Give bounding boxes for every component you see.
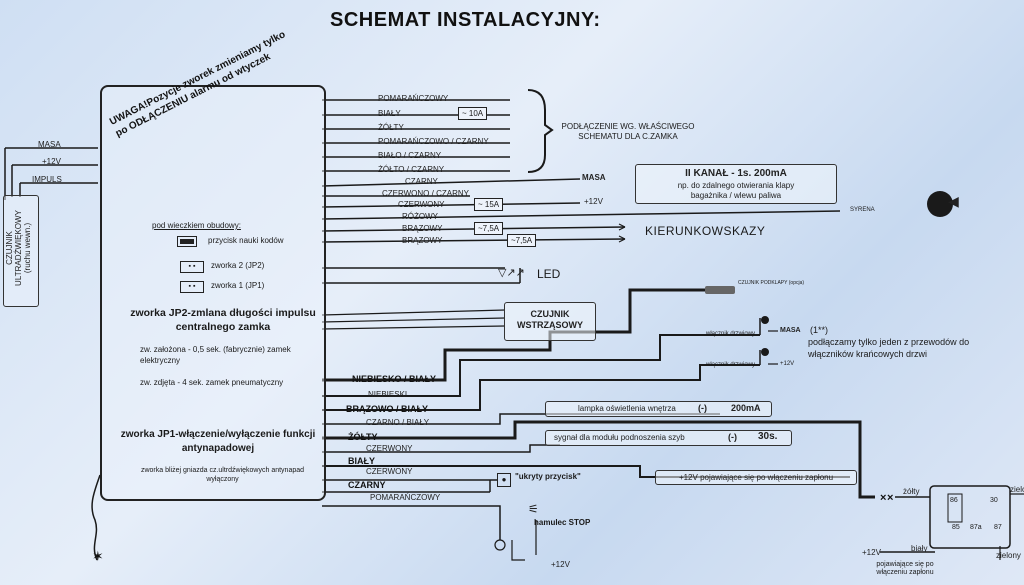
wire-label-bottom-2: NIEBIESKI (368, 390, 408, 399)
siren-label: SYRENA (850, 207, 875, 213)
plus12-label: +12V (584, 197, 603, 206)
svg-text:✶: ✶ (92, 548, 104, 564)
jp1-note: zworka bliżej gniazda cz.ultrdźwiękowych… (140, 467, 305, 484)
wire-label-bottom-1: NIEBIESKO / BIAŁY (352, 374, 437, 384)
relay-12v-label: +12V (862, 548, 881, 557)
fuse-10a: ~ 10A (458, 107, 488, 120)
door-masa-label: MASA (780, 327, 801, 334)
lamp-value: 200mA (731, 403, 761, 413)
ignition-box: +12V pojawiające się po włączeniu zapłon… (655, 470, 857, 485)
left-12v-label: +12V (42, 157, 61, 166)
wire-label-bottom-4: CZARNO / BIAŁY (366, 418, 430, 427)
wire-label-top-4: POMARAŃCZOWO / CZARNY (378, 137, 489, 146)
lamp-sign: (-) (698, 403, 707, 413)
channel2-title: II KANAŁ - 1s. 200mA (685, 168, 787, 179)
window-sign: (-) (728, 432, 737, 442)
fuse-75a-2: ~7,5A (507, 234, 537, 247)
svg-text:×: × (880, 492, 886, 504)
door-note-mark: (1**) (810, 325, 829, 335)
jp2-jumper-icon: ▪ ▪ (180, 261, 204, 273)
door-12v-label: +12V (780, 361, 795, 367)
wire-label-bottom-9: CZARNY (348, 480, 386, 490)
relay-pin-85: 85 (952, 524, 960, 531)
page-title: SCHEMAT INSTALACYJNY: (330, 9, 601, 31)
wire-label-mid-1: CZARNY (405, 177, 438, 186)
wire-label-top-3: ŻÓŁTY (378, 123, 404, 132)
wire-label-top-1: POMARAŃCZOWY (378, 94, 449, 103)
wire-label-bottom-3: BRĄZOWO / BIAŁY (346, 404, 428, 414)
door-note: podłączamy tylko jeden z przewodów do wł… (808, 337, 970, 360)
interior-lamp-box: lampka oświetlenia wnętrza (-) 200mA (545, 401, 772, 417)
hidden-button-label: "ukryty przycisk" (515, 472, 581, 481)
wire-label-bottom-5: ŻÓŁTY (348, 432, 378, 442)
wire-label-top-6: ŻÓŁTO / CZARNY (378, 165, 445, 174)
brake-pedal-icon: ⚟ (528, 502, 539, 516)
fuse-75a-1: ~7,5A (474, 222, 504, 235)
jp2-title: zworka JP2-zmlana długości impulsu centr… (130, 307, 316, 334)
relay-white-label: biały (911, 544, 928, 553)
fuse-15a: ~ 15A (474, 198, 504, 211)
central-lock-note: PODŁĄCZENIE WG. WŁAŚCIWEGO SCHEMATU DLA … (561, 122, 695, 141)
window-label: sygnał dla modułu podnoszenia szyb (554, 433, 685, 442)
led-label: LED (537, 267, 561, 281)
window-value: 30s. (758, 431, 778, 442)
alarm-module (100, 85, 326, 501)
hidden-button-icon: ● (497, 473, 511, 487)
learn-button-label: przycisk nauki kodów (208, 236, 284, 245)
lamp-label: lampka oświetlenia wnętrza (578, 404, 676, 413)
relay-yellow-label: żółty (903, 487, 920, 496)
brake-12v-label: +12V (551, 560, 570, 569)
wire-label-top-2: BIAŁY (378, 109, 401, 118)
led-icon: ▽↗↗ (498, 267, 525, 279)
learn-button-icon (177, 236, 197, 247)
wire-label-mid-6: BRĄZOWY (402, 236, 443, 245)
siren-icon: ◀ (948, 193, 959, 209)
wire-label-bottom-8: CZERWONY (366, 467, 413, 476)
channel2-box: II KANAŁ - 1s. 200mA np. do zdalnego otw… (635, 164, 837, 204)
wire-label-mid-3: CZERWONY (398, 200, 445, 209)
wire-label-mid-4: RÓŻOWY (402, 212, 438, 221)
relay-pin-30: 30 (990, 497, 998, 504)
jp1-jumper-icon: ▪ ▪ (180, 281, 204, 293)
channel2-desc: np. do zdalnego otwierania klapy bagażni… (677, 181, 795, 200)
window-module-box: sygnał dla modułu podnoszenia szyb (-) 3… (545, 430, 792, 446)
brake-label: hamulec STOP (534, 518, 591, 527)
relay-note: pojawiające się po włączeniu zapłonu (876, 561, 934, 577)
jp2-off-note: zw. zdjęta - 4 sek. zamek pneumatyczny (140, 378, 284, 387)
jp2-on-note: zw. założona - 0,5 sek. (fabrycznie) zam… (140, 345, 291, 366)
wire-label-bottom-10: POMARAŃCZOWY (370, 493, 441, 502)
door-switch-label-2: włącznik drzwiowy (706, 362, 756, 368)
wire-label-mid-2: CZERWONO / CZARNY (382, 189, 469, 198)
jp1-label: zworka 1 (JP1) (211, 281, 265, 290)
relay-pin-87: 87 (994, 524, 1002, 531)
relay-green-top-label: zielo (1010, 485, 1024, 494)
shock-sensor-label: CZUJNIK WSTRZĄSOWY (517, 309, 583, 331)
wire-label-mid-5: BRĄZOWY (402, 224, 443, 233)
shock-sensor-box: CZUJNIK WSTRZĄSOWY (504, 302, 596, 341)
jp1-title: zworka JP1-włączenie/wyłączenie funkcji … (120, 429, 316, 454)
turn-signals-label: KIERUNKOWSKAZY (645, 224, 766, 238)
under-cover-label: pod wieczkiem obudowy: (152, 221, 241, 230)
wire-label-bottom-6: CZERWONY (366, 444, 413, 453)
ultrasonic-sensor-label: CZUJNIK ULTRADŹWIĘKOWY (ruchu wewn.) (5, 210, 33, 286)
relay-pin-87a: 87a (970, 524, 982, 531)
door-switch-label-1: włącznik drzwiowy (706, 331, 756, 337)
hood-sensor-label: CZUJNIK PODKLAPY (opcja) (738, 280, 805, 286)
masa-label: MASA (582, 173, 606, 182)
wire-label-top-5: BIAŁO / CZARNY (378, 151, 442, 160)
relay-green-bottom-label: zielony (996, 551, 1021, 560)
ultrasonic-sensor-box (3, 195, 39, 307)
left-masa-label: MASA (38, 140, 61, 149)
wire-label-bottom-7: BIAŁY (348, 456, 375, 466)
relay-pin-86: 86 (950, 497, 958, 504)
svg-text:×: × (887, 492, 893, 504)
ignition-label: +12V pojawiające się po włączeniu zapłon… (678, 473, 834, 482)
jp2-label: zworka 2 (JP2) (211, 261, 265, 270)
left-impuls-label: IMPULS (32, 175, 62, 184)
